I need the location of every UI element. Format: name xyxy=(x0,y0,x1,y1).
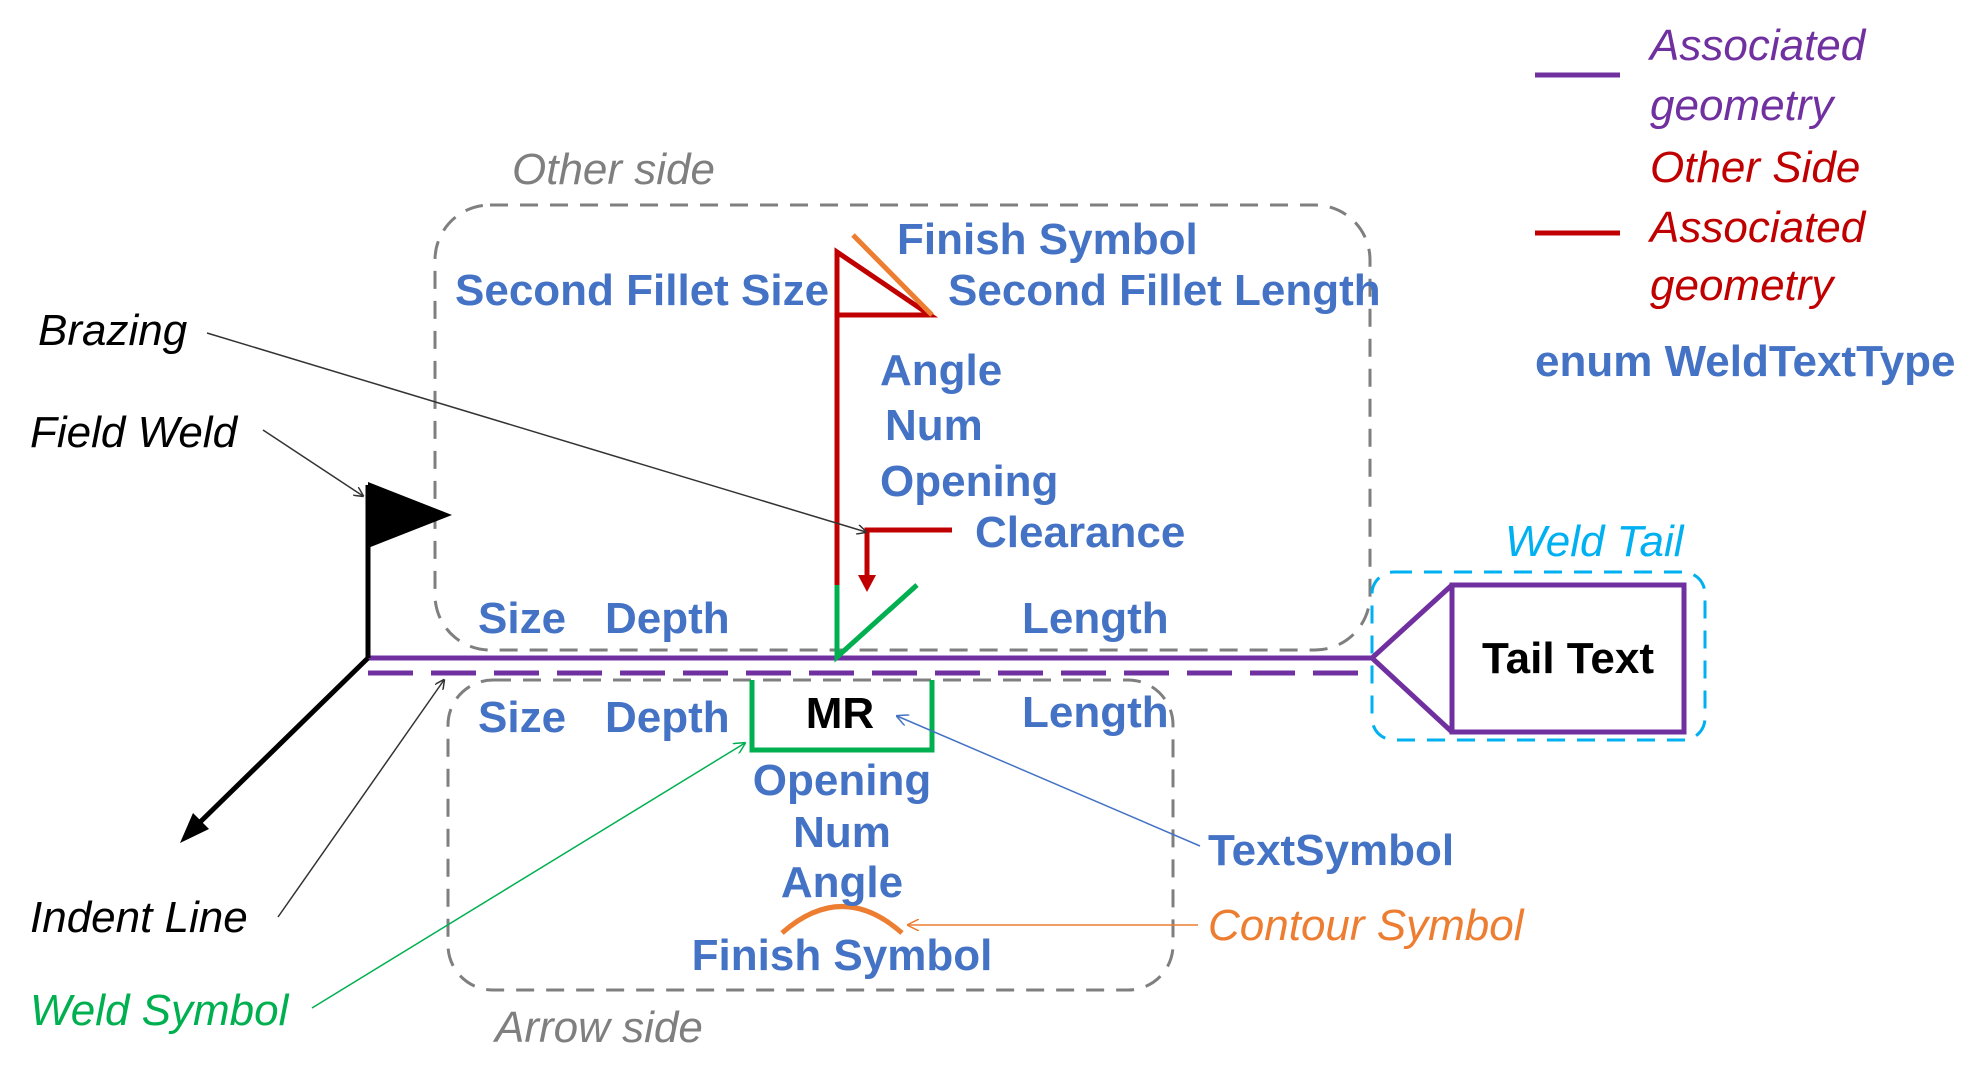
other-opening: Opening xyxy=(880,457,1058,506)
indent-line-leader xyxy=(277,680,444,918)
indent-line-callout: Indent Line xyxy=(30,893,248,942)
weld-symbol-callout: Weld Symbol xyxy=(30,986,290,1035)
text-symbol-callout: TextSymbol xyxy=(1208,826,1454,875)
clearance-arrow-icon xyxy=(858,575,876,592)
second-fillet-size: Second Fillet Size xyxy=(455,266,829,315)
other-length: Length xyxy=(1022,594,1169,643)
other-side-label: Other side xyxy=(512,145,715,194)
legend-red-label-0: Other Side xyxy=(1650,143,1860,192)
tail-text: Tail Text xyxy=(1482,634,1654,683)
other-side-texts: Finish Symbol Second Fillet Size Second … xyxy=(455,215,1381,643)
arrow-opening: Opening xyxy=(753,756,931,805)
text-symbol-value: MR xyxy=(806,689,874,738)
brazing-leader xyxy=(206,332,866,532)
arrow-size: Size xyxy=(478,693,566,742)
arrow-head-icon xyxy=(180,813,209,843)
other-side-fillet-symbol xyxy=(834,247,939,585)
weld-tail-label: Weld Tail xyxy=(1505,517,1685,566)
arrow-depth: Depth xyxy=(605,693,730,742)
arrow-length: Length xyxy=(1022,688,1169,737)
arrow-num: Num xyxy=(793,808,891,857)
tail-text-box xyxy=(1449,582,1687,735)
field-weld-leader xyxy=(262,429,363,496)
arrow-side-label: Arrow side xyxy=(492,1003,703,1052)
arrow-finish-symbol: Finish Symbol xyxy=(692,931,993,980)
clearance-leader xyxy=(864,527,952,578)
legend-enum-label: enum WeldTextType xyxy=(1535,337,1956,386)
text-symbol-leader xyxy=(897,716,1201,847)
other-angle: Angle xyxy=(880,346,1002,395)
arrow-line xyxy=(190,656,370,832)
legend-purple-label-2: geometry xyxy=(1650,81,1836,130)
other-size: Size xyxy=(478,594,566,643)
legend-red-label-2: geometry xyxy=(1650,261,1836,310)
other-clearance: Clearance xyxy=(975,508,1185,557)
arrow-angle: Angle xyxy=(781,858,903,907)
other-finish-symbol: Finish Symbol xyxy=(897,215,1198,264)
contour-symbol-arc xyxy=(780,904,904,935)
tail-chevron xyxy=(1368,583,1454,734)
other-depth: Depth xyxy=(605,594,730,643)
other-side-finish-line xyxy=(851,233,934,317)
field-weld-callout: Field Weld xyxy=(30,408,239,457)
field-weld-flag-icon xyxy=(368,482,452,548)
legend-red-label-1: Associated xyxy=(1647,203,1867,252)
contour-symbol-callout: Contour Symbol xyxy=(1208,901,1525,950)
arrow-side-weld-symbol xyxy=(749,680,935,753)
other-side-weld-symbol xyxy=(834,583,919,663)
second-fillet-length: Second Fillet Length xyxy=(948,266,1381,315)
brazing-callout: Brazing xyxy=(38,306,188,355)
weld-symbol-leader xyxy=(311,743,745,1009)
other-side-region xyxy=(433,203,1372,652)
other-num: Num xyxy=(885,401,983,450)
legend: Associated geometry Other Side Associate… xyxy=(1535,21,1956,386)
legend-purple-label-1: Associated xyxy=(1647,21,1867,70)
arrow-side-texts: Size Depth Length Opening Num Angle Fini… xyxy=(478,688,1169,980)
